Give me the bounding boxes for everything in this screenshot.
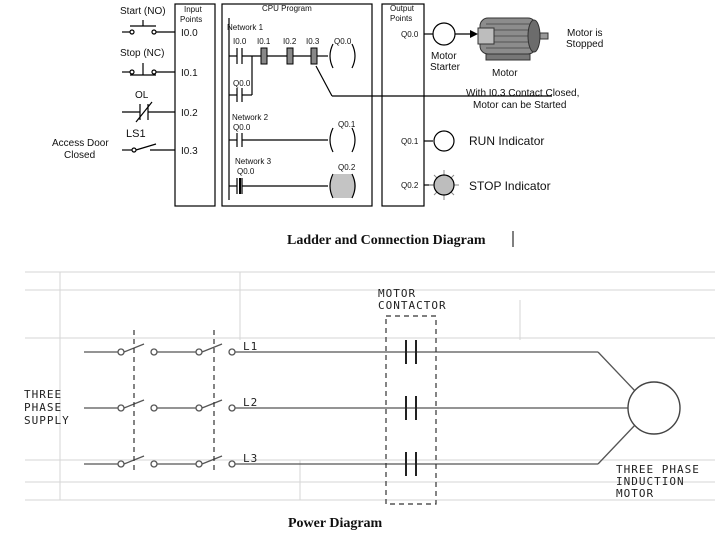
motor-status-label-2: Stopped xyxy=(566,39,603,50)
coil-q00-label: Q0.0 xyxy=(334,37,352,46)
stop-button-label: Stop (NC) xyxy=(120,48,164,59)
output-points-title: Output xyxy=(390,4,415,13)
power-diagram-caption: Power Diagram xyxy=(288,516,383,531)
cpu-program-title: CPU Program xyxy=(262,4,312,13)
contactor-label: MOTOR xyxy=(378,287,416,300)
line-l1-label: L1 xyxy=(243,340,258,353)
field-inputs: Start (NO) Stop (NC) OL LS1 xyxy=(52,6,175,161)
stop-lamp-icon xyxy=(429,170,459,200)
active-coil-fill xyxy=(330,174,356,198)
contact-i03-label: I0.3 xyxy=(306,37,320,46)
n2-contact-label: Q0.0 xyxy=(233,123,251,132)
motor-label: Motor xyxy=(492,68,518,79)
input-points-title: Input xyxy=(184,5,203,14)
contact-i01-label: I0.1 xyxy=(257,37,271,46)
contactor-label-2: CONTACTOR xyxy=(378,299,447,312)
run-indicator-label: RUN Indicator xyxy=(469,134,544,148)
motor-type-label: THREE PHASE xyxy=(616,463,700,476)
motor-type-label-3: MOTOR xyxy=(616,487,654,500)
supply-label: THREE xyxy=(24,388,62,401)
stop-pushbutton-nc xyxy=(122,63,175,76)
contact-i00-label: I0.0 xyxy=(233,37,247,46)
stop-indicator-label: STOP Indicator xyxy=(469,179,551,193)
output-point-q02: Q0.2 xyxy=(401,181,419,190)
line-l2-label: L2 xyxy=(243,396,258,409)
ladder-diagram-caption: Ladder and Connection Diagram xyxy=(287,233,486,248)
start-button-label: Start (NO) xyxy=(120,6,166,17)
output-points-title-2: Points xyxy=(390,14,412,23)
n3-contact-label: Q0.0 xyxy=(237,167,255,176)
phase-lines xyxy=(84,330,628,470)
input-points-title-2: Points xyxy=(180,15,202,24)
motor-starter-label: Motor xyxy=(431,51,457,62)
n3-coil-label: Q0.2 xyxy=(338,163,356,172)
note-label-2: Motor can be Started xyxy=(473,100,566,111)
output-devices: Motor Starter Motor Motor is Stopped Wit… xyxy=(315,17,603,200)
input-point-i01: I0.1 xyxy=(181,68,198,79)
induction-motor-icon xyxy=(597,351,681,465)
input-points-module: Input Points I0.0 I0.1 I0.2 I0.3 xyxy=(174,3,216,207)
output-points-module: Output Points Q0.0 Q0.1 Q0.2 xyxy=(381,3,425,207)
motor-type-label-2: INDUCTION xyxy=(616,475,685,488)
supply-label-3: SUPPLY xyxy=(24,414,70,427)
motor-starter-label-2: Starter xyxy=(430,62,461,73)
start-pushbutton-no xyxy=(122,20,175,35)
input-point-i02: I0.2 xyxy=(181,108,198,119)
motor-contactor xyxy=(385,315,437,505)
note-label: With I0.3 Contact Closed, xyxy=(466,88,579,99)
network-2-rung xyxy=(229,127,356,153)
limit-switch-ls1 xyxy=(122,143,175,153)
motor-status-label: Motor is xyxy=(567,28,603,39)
input-point-i00: I0.0 xyxy=(181,28,198,39)
seal-contact-q00-label: Q0.0 xyxy=(233,79,251,88)
run-lamp-icon xyxy=(433,130,455,152)
access-door-label: Access Door xyxy=(52,138,109,149)
cpu-program: CPU Program Network 1 I0.0 I0.1 I0.2 I0.… xyxy=(221,3,373,207)
contact-i02-label: I0.2 xyxy=(283,37,297,46)
power-diagram: L1 L2 L3 THREE PHASE SUPPLY MOTOR CONTAC… xyxy=(24,271,715,505)
network-3-label: Network 3 xyxy=(235,157,272,166)
motor-icon xyxy=(477,17,549,61)
n2-coil-label: Q0.1 xyxy=(338,120,356,129)
overload-contact xyxy=(122,101,175,123)
scan-background-lines xyxy=(25,271,715,501)
motor-starter-icon xyxy=(432,22,456,46)
line-l3-label: L3 xyxy=(243,452,258,465)
overload-label: OL xyxy=(135,90,149,101)
output-point-q00: Q0.0 xyxy=(401,30,419,39)
network-1-label: Network 1 xyxy=(227,23,264,32)
network-2-label: Network 2 xyxy=(232,113,269,122)
supply-label-2: PHASE xyxy=(24,401,62,414)
network-3-rung xyxy=(229,173,356,199)
ls1-label: LS1 xyxy=(126,128,146,140)
output-point-q01: Q0.1 xyxy=(401,137,419,146)
network-1-rung xyxy=(229,43,356,102)
input-point-i03: I0.3 xyxy=(181,146,198,157)
access-door-closed-label: Closed xyxy=(64,150,95,161)
